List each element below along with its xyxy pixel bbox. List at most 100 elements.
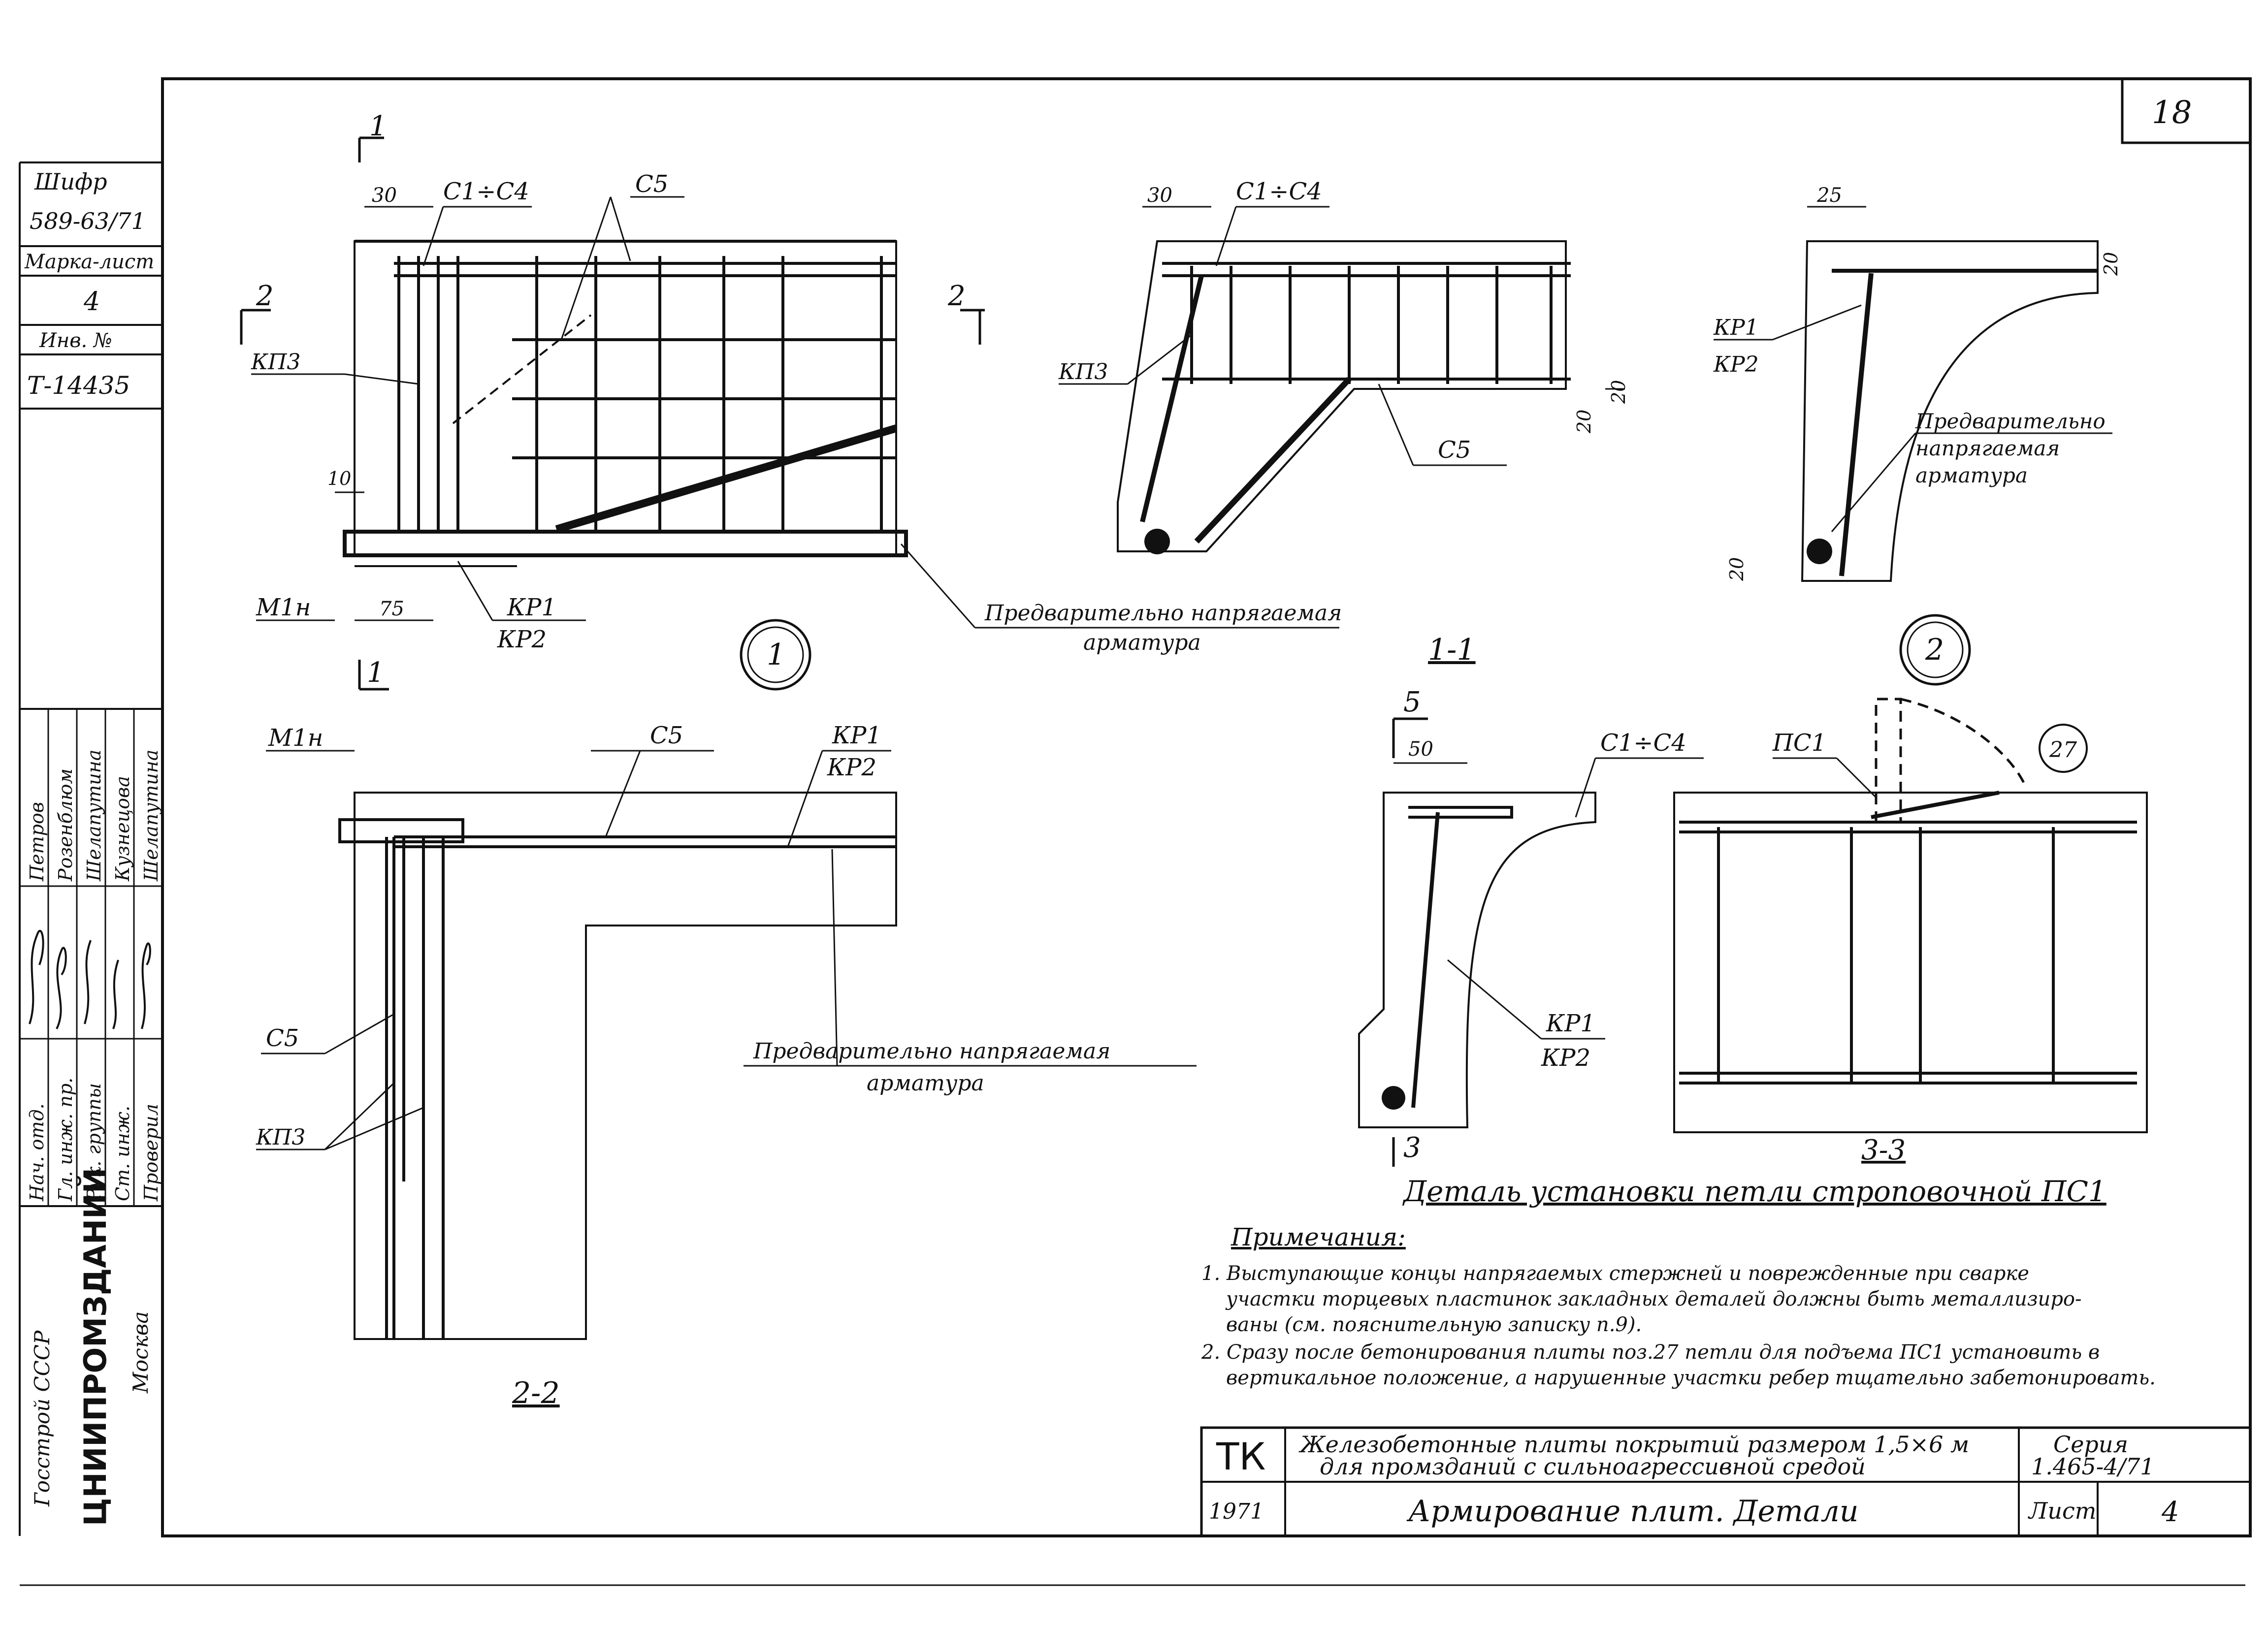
dim-30-view1: 30 xyxy=(372,184,397,207)
org-short: ТК xyxy=(1216,1435,1265,1478)
label-c5-view22-left: С5 xyxy=(266,1024,299,1052)
node-number-1: 1 xyxy=(767,638,785,672)
cipher-value: 589-63/71 xyxy=(30,208,146,234)
label-c5-view22: С5 xyxy=(650,722,683,749)
note-2-line-1: 2. Сразу после бетонирования плиты поз.2… xyxy=(1201,1341,2100,1364)
title-line-2: для промзданий с сильноагрессивной средо… xyxy=(1320,1453,1866,1480)
label-prestress-view1-b: арматура xyxy=(1083,630,1201,655)
label-c5-view11: С5 xyxy=(1438,436,1471,464)
detail-title: Деталь установки петли строповочной ПС1 xyxy=(1402,1175,2106,1208)
node-circle-2 xyxy=(1899,614,1971,686)
label-prestress-node2-a: Предварительно xyxy=(1915,409,2106,433)
node-circle-1 xyxy=(740,619,811,691)
section-mark-1-bottom: 1 xyxy=(367,657,385,689)
name-5: Шелапутина xyxy=(140,750,162,882)
label-pc1: ПС1 xyxy=(1772,729,1826,757)
sheet-label: Лист xyxy=(2028,1498,2096,1524)
dim-20-view11-a: 20 xyxy=(1608,380,1629,404)
note-1-line-3: ваны (см. пояснительную записку п.9). xyxy=(1226,1313,1642,1336)
label-prestress-node2-b: напрягаемая xyxy=(1915,436,2060,460)
section-mark-1-top: 1 xyxy=(369,110,387,142)
note-1-line-2: участки торцевых пластинок закладных дет… xyxy=(1225,1288,2082,1310)
label-kp1-detail: КР1 xyxy=(1546,1010,1595,1037)
dim-20-node2-bottom: 20 xyxy=(1726,557,1748,581)
label-kp1-node2: КР1 xyxy=(1713,315,1759,340)
mark-label: Марка-лист xyxy=(24,251,154,273)
label-c5-view1: С5 xyxy=(635,170,668,198)
label-kp1-view1: КР1 xyxy=(507,594,556,621)
inv-label: Инв. № xyxy=(39,329,112,352)
dim-20-view11-b: 20 xyxy=(1573,410,1595,434)
notes-heading: Примечания: xyxy=(1231,1223,1406,1251)
label-prestress-view22-a: Предварительно напрягаемая xyxy=(753,1039,1110,1064)
label-m1n-view22: М1н xyxy=(268,724,323,752)
role-2: Гл. инж. пр. xyxy=(55,1078,76,1202)
title-block: ТК 1971 Железобетонные плиты покрытий ра… xyxy=(1200,1426,2252,1537)
section-title-2-2: 2-2 xyxy=(512,1376,560,1410)
role-3: Рук. группы xyxy=(83,1083,105,1202)
view-1-1-section: 30 20 20 С1÷С4 КП3 С5 1-1 xyxy=(1058,178,1629,667)
stamp-names: Петров Розенблюм Шелапутина Кузнецова Ше… xyxy=(26,750,162,882)
node-2-detail: 25 20 20 КР1 КР2 Предварительно напрягае… xyxy=(1713,184,2122,686)
notes: Примечания: 1. Выступающие концы напряга… xyxy=(1201,1223,2156,1389)
grid-rebars xyxy=(394,256,896,532)
inv-value: Т-14435 xyxy=(27,371,130,400)
dim-10-view1: 10 xyxy=(327,468,351,489)
dim-50-detail: 50 xyxy=(1408,738,1433,761)
org-name: ЦНИИПРОМЗДАНИЙ xyxy=(77,1168,113,1526)
year: 1971 xyxy=(1209,1499,1264,1524)
name-1: Петров xyxy=(26,802,48,882)
label-kp3-view11: КП3 xyxy=(1058,359,1108,384)
section-title-1-1: 1-1 xyxy=(1428,633,1476,667)
name-3: Шелапутина xyxy=(83,750,105,882)
detail-lifting-loop: 5 3 50 С1÷С4 ПС1 27 КР1 xyxy=(1358,686,2148,1208)
node-number-2: 2 xyxy=(1925,633,1944,667)
section-mark-2-left: 2 xyxy=(256,280,274,312)
organisation-block: Госстрой СССР ЦНИИПРОМЗДАНИЙ Москва xyxy=(30,1168,153,1526)
label-kp2-detail: КР2 xyxy=(1541,1044,1590,1072)
drawing-title: Армирование плит. Детали xyxy=(1406,1494,1859,1529)
note-2-line-2: вертикальное положение, а нарушенные уча… xyxy=(1226,1367,2156,1389)
name-4: Кузнецова xyxy=(112,776,133,882)
position-27: 27 xyxy=(2049,737,2077,763)
page-number: 18 xyxy=(2152,95,2192,131)
sheet-number: 4 xyxy=(2161,1496,2179,1528)
role-1: Нач. отд. xyxy=(26,1103,48,1202)
role-5: Проверил xyxy=(140,1104,162,1202)
label-kp2-view22: КР2 xyxy=(827,754,876,781)
series-value: 1.465-4/71 xyxy=(2031,1453,2155,1480)
label-kp2-view1: КР2 xyxy=(497,626,547,653)
handwritten-signatures xyxy=(29,930,151,1029)
label-kp3-view22: КП3 xyxy=(256,1125,305,1150)
section-mark-5: 5 xyxy=(1403,686,1421,718)
position-27-circle xyxy=(2039,724,2088,773)
dim-20-node2-top: 20 xyxy=(2100,252,2122,276)
section-mark-3: 3 xyxy=(1403,1132,1421,1164)
label-c1c4-detail: С1÷С4 xyxy=(1600,729,1686,757)
label-c1c4-view1: С1÷С4 xyxy=(443,178,529,205)
label-prestress-view1-a: Предварительно напрягаемая xyxy=(984,601,1342,626)
stamp-roles: Нач. отд. Гл. инж. пр. Рук. группы Ст. и… xyxy=(26,1078,162,1202)
cipher-label: Шифр xyxy=(34,168,107,195)
org-gosstroy: Госстрой СССР xyxy=(30,1330,54,1507)
org-city: Москва xyxy=(129,1311,153,1394)
dim-75-view1: 75 xyxy=(379,598,404,620)
mark-value: 4 xyxy=(83,287,100,317)
side-stamp: Шифр 589-63/71 Марка-лист 4 Инв. № Т-144… xyxy=(19,161,163,1536)
dim-30-view11: 30 xyxy=(1147,184,1172,207)
section-mark-2-right: 2 xyxy=(947,280,966,312)
role-4: Ст. инж. xyxy=(112,1106,133,1201)
label-prestress-node2-c: арматура xyxy=(1915,463,2028,487)
label-prestress-view22-b: арматура xyxy=(867,1071,984,1096)
series-label: Серия xyxy=(2053,1431,2128,1458)
dim-25-node2: 25 xyxy=(1816,184,1842,207)
title-line-1: Железобетонные плиты покрытий размером 1… xyxy=(1298,1431,1969,1458)
label-c1c4-view11: С1÷С4 xyxy=(1236,178,1322,205)
label-kp1-view22: КР1 xyxy=(832,722,881,749)
note-1-line-1: 1. Выступающие концы напрягаемых стержне… xyxy=(1201,1262,2029,1285)
label-m1n-view1: М1н xyxy=(256,594,311,621)
view-1-reinforcement: 1 1 2 2 xyxy=(240,110,1342,691)
label-kp3-view1: КП3 xyxy=(251,350,300,375)
name-2: Розенблюм xyxy=(55,768,76,882)
